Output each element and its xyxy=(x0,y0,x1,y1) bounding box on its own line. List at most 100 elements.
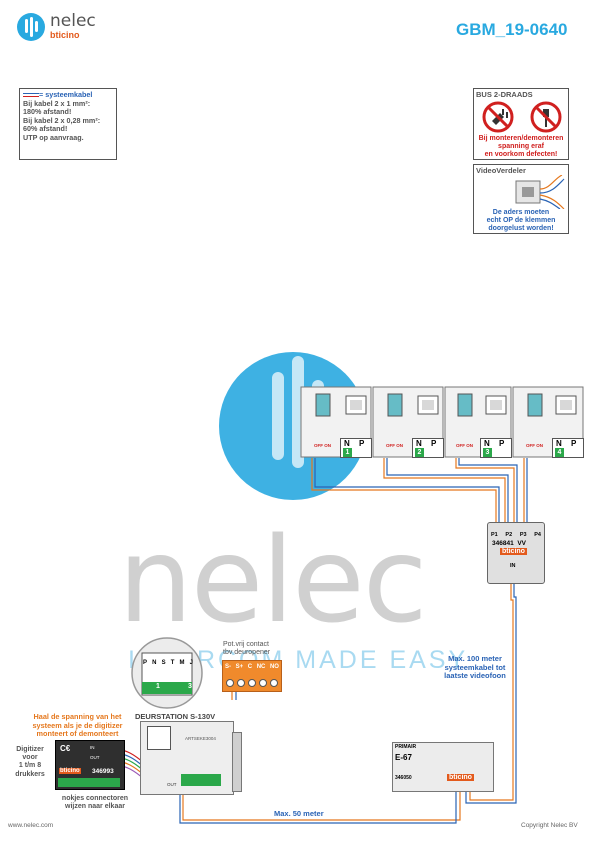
brand-sub: bticino xyxy=(50,30,80,40)
cable-legend: = systeemkabel Bij kabel 2 x 1 mm²: 180%… xyxy=(19,88,117,160)
doorstation-title: DEURSTATION S-130V xyxy=(135,712,216,721)
port-label: P3 xyxy=(519,532,527,538)
doorstation-side-bracket xyxy=(232,732,242,792)
watermark-nelec: nelec xyxy=(118,511,428,649)
note-line: systeem als je de digitizer xyxy=(32,720,123,730)
p-label: P xyxy=(499,439,505,448)
video-distributor: P1 P2 P3 P4 346841 VV bticino IN xyxy=(487,522,545,584)
digitizer-model: 346993 xyxy=(92,768,114,775)
doorstation-terminal-block xyxy=(181,774,221,786)
videoverdeler-note: De aders moeten echt OP de klemmen doorg… xyxy=(474,209,568,233)
monitor-2-np-block: N P 2 xyxy=(412,438,444,458)
legend-title: = systeemkabel xyxy=(39,90,93,99)
n-label: N xyxy=(416,439,422,448)
monitor-3-switch-label: OFF ON xyxy=(456,443,473,448)
max-100-meter-note: Max. 100 meter systeemkabel tot laatste … xyxy=(430,654,520,681)
note-line: monteert of demonteert xyxy=(36,729,119,738)
digitizer-out-label: OUT xyxy=(90,755,100,760)
port-label: P4 xyxy=(534,532,541,538)
distributor-terminal-icon xyxy=(515,175,565,209)
max-50-meter-note: Max. 50 meter xyxy=(274,809,324,818)
distributor-suffix: VV xyxy=(517,540,526,547)
port-label: P2 xyxy=(505,532,513,538)
videoverdeler-note-line: echt OP de klemmen xyxy=(486,217,556,224)
bus-warning-line: spanning eraf xyxy=(498,142,544,150)
digitizer-label-line: voor xyxy=(22,754,38,762)
distributor-in-label: IN xyxy=(510,563,516,569)
psu-brand: bticino xyxy=(447,774,474,781)
relay-screws xyxy=(226,679,278,687)
legend-line: Bij kabel 2 x 0,28 mm²: xyxy=(23,115,101,125)
videoverdeler-title: VideoVerdeler xyxy=(476,166,526,175)
monitor-number-badge: 3 xyxy=(483,448,492,457)
door-detail-terminals: P N S T M J xyxy=(143,660,193,666)
relay-terminal-label: S- xyxy=(225,664,231,670)
nelec-logo-icon xyxy=(17,13,45,41)
psu-code: 346050 xyxy=(395,775,412,781)
door-detail-number-2: 3 xyxy=(188,683,192,690)
relay-terminal-label: C xyxy=(247,664,253,670)
bus-warning-line: Bij monteren/demonteren xyxy=(478,135,564,142)
digitizer-brand: bticino xyxy=(59,768,81,774)
no-tool-icon xyxy=(530,101,562,133)
terminal-label: P xyxy=(143,660,148,666)
max100-line: systeemkabel tot xyxy=(444,662,506,672)
relay-terminal-label: NC xyxy=(256,664,266,670)
psu-model: E-67 xyxy=(395,753,412,762)
cable-symbol-icon xyxy=(23,93,39,98)
n-label: N xyxy=(344,439,350,448)
nokjes-line: wijzen naar elkaar xyxy=(65,803,125,810)
monitor-number-badge: 4 xyxy=(555,448,564,457)
terminal-label: J xyxy=(189,660,193,666)
monitor-4-switch-label: OFF ON xyxy=(526,443,543,448)
camera-module xyxy=(147,726,171,750)
monitor-4-drawing xyxy=(512,386,584,458)
potvrij-label: Pot.vrij contact tbv deuropener xyxy=(223,641,270,657)
psu-primair-label: PRIMAIR xyxy=(395,744,417,750)
distributor-brand: bticino xyxy=(500,548,527,555)
note-line: Haal de spanning van het xyxy=(33,712,122,721)
p-label: P xyxy=(359,439,365,448)
terminal-label: M xyxy=(179,660,185,666)
terminal-label: N xyxy=(152,660,157,666)
n-label: N xyxy=(484,439,490,448)
digitizer-in-label: IN xyxy=(90,745,95,750)
terminal-label: T xyxy=(170,660,175,666)
bus-warning-text: Bij monteren/demonteren spanning eraf en… xyxy=(474,135,568,158)
nokjes-note: nokjes connectoren wijzen naar elkaar xyxy=(55,795,135,811)
potvrij-line: tbv deuropener xyxy=(223,649,271,656)
doorstation-unit: ARTSEKE3004 OUT xyxy=(140,721,234,795)
digitizer-terminal-strip xyxy=(58,778,120,787)
distributor-model: 346841 VV xyxy=(492,540,526,547)
videoverdeler-note-line: doorgelust worden! xyxy=(488,225,554,232)
max100-line: Max. 100 meter xyxy=(448,654,502,663)
distributor-ports: P1 P2 P3 P4 xyxy=(491,532,541,538)
digitizer-label-line: Digitizer xyxy=(16,746,44,753)
doorstation-ref: ARTSEKE3004 xyxy=(185,736,216,741)
brand-name: nelec xyxy=(50,11,96,31)
nokjes-line: nokjes connectoren xyxy=(61,795,129,802)
distributor-model-number: 346841 xyxy=(492,540,514,547)
footer-website[interactable]: www.nelec.com xyxy=(8,822,54,829)
no-power-icon xyxy=(482,101,514,133)
potvrij-line: Pot.vrij contact xyxy=(223,641,269,648)
monitor-2-switch-label: OFF ON xyxy=(386,443,403,448)
bus-warning-box: BUS 2-DRAADS Bij monteren/demonteren spa… xyxy=(473,88,569,160)
door-detail-number-1: 1 xyxy=(156,683,160,690)
videoverdeler-note-line: De aders moeten xyxy=(492,209,550,216)
digitizer-label-line: 1 t/m 8 xyxy=(18,762,42,770)
relay-terminals: S- S+ C NC NO xyxy=(225,664,279,670)
relay-terminal-label: NO xyxy=(269,664,279,670)
digitizer-unit: C€ IN OUT bticino 346993 xyxy=(55,740,125,790)
legend-line: Bij kabel 2 x 1 mm²: xyxy=(23,98,91,108)
p-label: P xyxy=(571,439,577,448)
ce-mark-icon: C€ xyxy=(60,744,71,753)
videoverdeler-box: VideoVerdeler De aders moeten echt OP de… xyxy=(473,164,569,234)
monitor-4-np-block: N P 4 xyxy=(552,438,584,458)
max100-line: laatste videofoon xyxy=(444,671,506,681)
door-detail-circle xyxy=(131,637,203,709)
p-label: P xyxy=(431,439,437,448)
monitor-number-badge: 1 xyxy=(343,448,352,457)
digitizer-label: Digitizer voor 1 t/m 8 drukkers xyxy=(8,746,52,779)
power-off-note: Haal de spanning van het systeem als je … xyxy=(20,712,135,739)
